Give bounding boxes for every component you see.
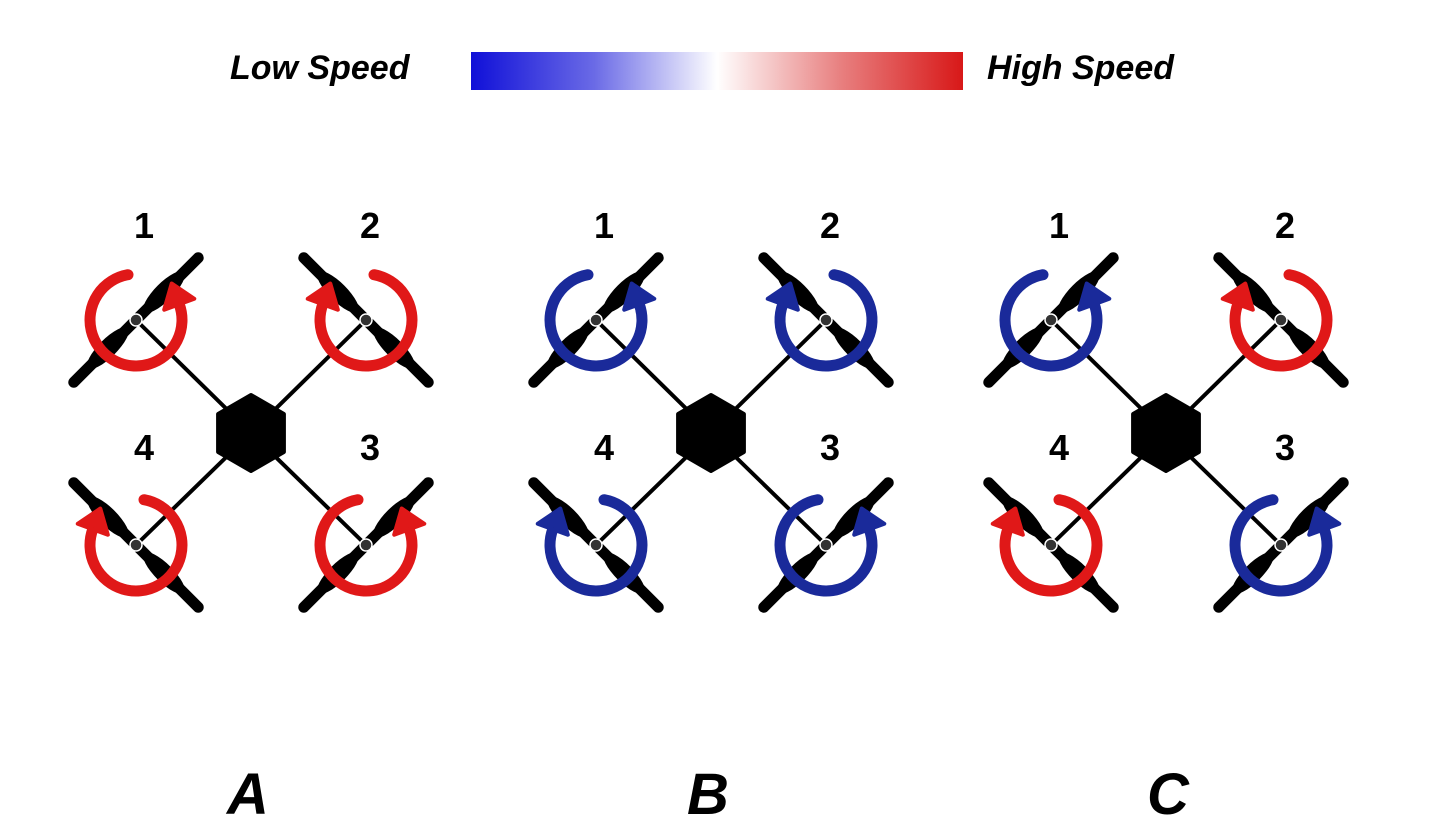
propeller-blade [547, 496, 589, 538]
rotation-arc-icon [84, 269, 188, 372]
rotor-2 [1213, 252, 1349, 388]
motor-hub-icon [819, 538, 833, 552]
rotation-arc-icon [999, 269, 1103, 372]
rotor-number-3: 3 [1274, 427, 1296, 468]
rotor-number-4: 4 [133, 427, 155, 468]
quadcopter-panel-b: 1 2 3 4 [490, 190, 910, 630]
rotation-arrowhead-icon [622, 281, 657, 312]
hub-hexagon-icon [216, 393, 286, 473]
rotation-arc-icon [774, 494, 878, 597]
rotation-arrowhead-icon [162, 281, 197, 312]
propeller-blade [777, 271, 819, 313]
motor-hub-icon [1274, 538, 1288, 552]
propeller-blade [1232, 271, 1274, 313]
rotor-number-3: 3 [359, 427, 381, 468]
rotor-1 [528, 252, 664, 388]
rotor-3 [758, 477, 894, 613]
propeller-blade [603, 552, 645, 594]
propeller-blade [833, 327, 875, 369]
panel-label-c: C [1147, 762, 1189, 827]
rotor-4 [983, 477, 1119, 613]
rotor-1 [68, 252, 204, 388]
rotor-number-1: 1 [1048, 205, 1070, 246]
rotor-number-1: 1 [593, 205, 615, 246]
rotation-arrowhead-icon [1307, 506, 1342, 537]
rotation-arrowhead-icon [852, 506, 887, 537]
rotation-arc-icon [1229, 269, 1333, 372]
motor-hub-icon [1044, 538, 1058, 552]
propeller-blade [317, 271, 359, 313]
motor-hub-icon [589, 313, 603, 327]
rotor-number-2: 2 [359, 205, 381, 246]
propeller-blade [1288, 327, 1330, 369]
rotor-number-4: 4 [1048, 427, 1070, 468]
rotation-arrowhead-icon [392, 506, 427, 537]
rotor-number-1: 1 [133, 205, 155, 246]
legend-low-speed-label: Low Speed [230, 49, 410, 87]
propeller-blade [143, 552, 185, 594]
rotation-arc-icon [1229, 494, 1333, 597]
propeller-blade [1002, 496, 1044, 538]
rotation-arrowhead-icon [305, 281, 340, 312]
rotation-arc-icon [314, 269, 418, 372]
rotation-arc-icon [544, 494, 648, 597]
panel-label-a: A [227, 762, 269, 827]
panel-label-b: B [687, 762, 729, 827]
motor-hub-icon [359, 538, 373, 552]
propeller-blade [373, 496, 415, 538]
rotor-4 [528, 477, 664, 613]
propeller-blade [317, 552, 359, 594]
rotation-arrowhead-icon [990, 506, 1025, 537]
propeller-blade [1058, 271, 1100, 313]
motor-hub-icon [589, 538, 603, 552]
rotor-2 [298, 252, 434, 388]
rotor-3 [298, 477, 434, 613]
rotor-1 [983, 252, 1119, 388]
rotation-arrowhead-icon [1220, 281, 1255, 312]
propeller-blade [1288, 496, 1330, 538]
motor-hub-icon [359, 313, 373, 327]
rotor-2 [758, 252, 894, 388]
rotor-3 [1213, 477, 1349, 613]
hub-hexagon-icon [676, 393, 746, 473]
propeller-blade [547, 327, 589, 369]
propeller-blade [1232, 552, 1274, 594]
motor-hub-icon [1044, 313, 1058, 327]
hub-hexagon-icon [1131, 393, 1201, 473]
propeller-blade [833, 496, 875, 538]
propeller-blade [1002, 327, 1044, 369]
rotor-number-4: 4 [593, 427, 615, 468]
rotor-4 [68, 477, 204, 613]
legend-high-speed-label: High Speed [987, 49, 1175, 87]
propeller-blade [603, 271, 645, 313]
rotation-arrowhead-icon [765, 281, 800, 312]
rotor-number-2: 2 [819, 205, 841, 246]
motor-hub-icon [819, 313, 833, 327]
propeller-blade [87, 496, 129, 538]
quadcopter-diagram [983, 252, 1349, 613]
rotor-number-3: 3 [819, 427, 841, 468]
quadcopter-panel-c: 1 2 3 4 [945, 190, 1365, 630]
rotation-arc-icon [544, 269, 648, 372]
propeller-blade [373, 327, 415, 369]
quadcopter-panel-a: 1 2 3 4 [30, 190, 450, 630]
quadcopter-diagram [68, 252, 434, 613]
propeller-blade [1058, 552, 1100, 594]
motor-hub-icon [129, 538, 143, 552]
rotation-arrowhead-icon [535, 506, 570, 537]
rotation-arc-icon [999, 494, 1103, 597]
rotation-arrowhead-icon [75, 506, 110, 537]
propeller-blade [87, 327, 129, 369]
rotation-arc-icon [314, 494, 418, 597]
quadcopter-diagram [528, 252, 894, 613]
rotor-number-2: 2 [1274, 205, 1296, 246]
rotation-arc-icon [84, 494, 188, 597]
rotation-arrowhead-icon [1077, 281, 1112, 312]
motor-hub-icon [1274, 313, 1288, 327]
propeller-blade [777, 552, 819, 594]
propeller-blade [143, 271, 185, 313]
speed-gradient-bar [471, 52, 963, 90]
rotation-arc-icon [774, 269, 878, 372]
motor-hub-icon [129, 313, 143, 327]
